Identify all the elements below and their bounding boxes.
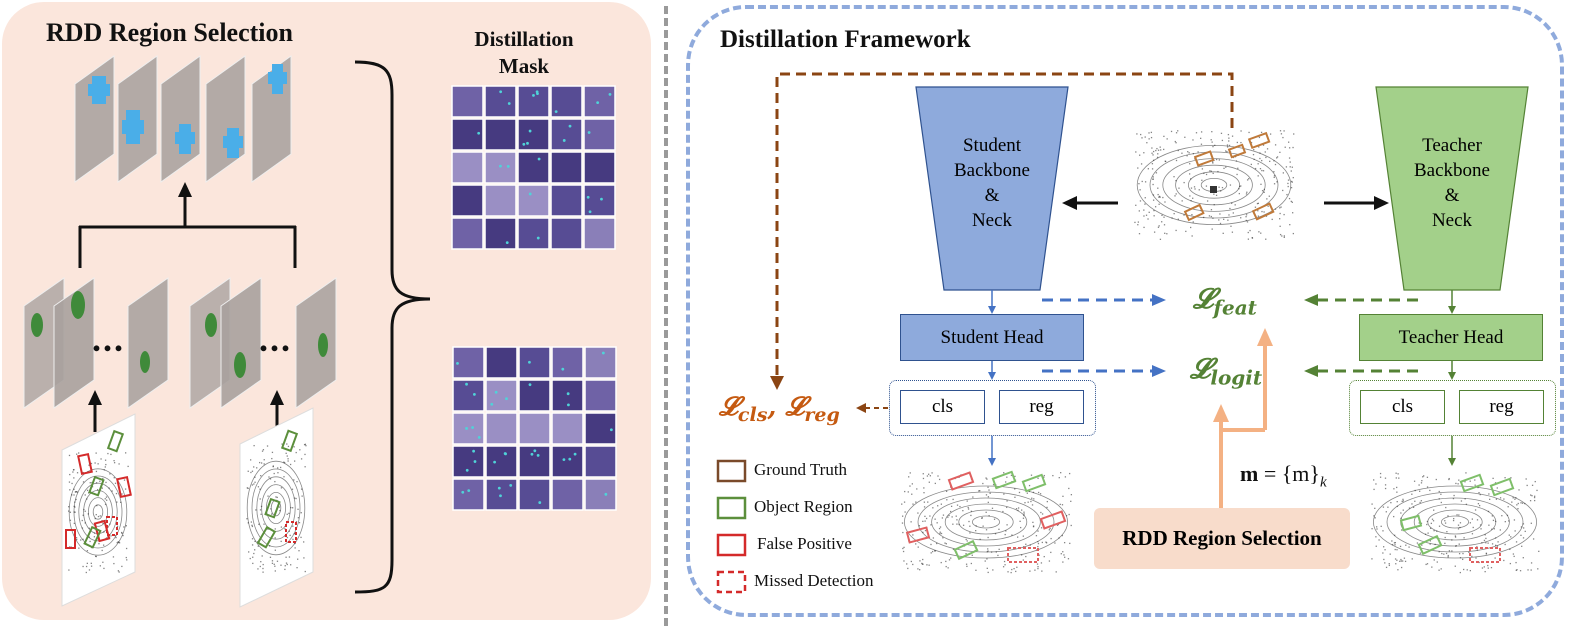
legend-swatch-false-positive: [716, 533, 747, 557]
distillation-mask-bottom: [452, 346, 617, 511]
loss-feat: 𝓛feat: [1193, 282, 1257, 320]
arrow-up-head: [178, 182, 192, 197]
student-backbone-shape: [915, 86, 1069, 291]
left-panel-drawing: [23, 55, 617, 608]
student-cls-box: cls: [900, 390, 985, 424]
teacher-cls-box: cls: [1360, 390, 1445, 424]
ellipsis-left: ...: [92, 319, 125, 359]
green-region: [140, 351, 150, 373]
legend-label-ground-truth: Ground Truth: [754, 460, 848, 479]
legend-swatch-missed-detection: [716, 570, 747, 594]
center-lidar-image: [1130, 125, 1298, 245]
legend-label-object-region: Object Region: [754, 497, 853, 516]
point-cloud-card-left: [61, 413, 136, 607]
legend-swatch-ground-truth: [716, 459, 747, 483]
slice-stack-middle: [23, 277, 337, 409]
student-head: Student Head: [900, 314, 1084, 361]
loss-logit: 𝓛logit: [1190, 352, 1263, 390]
merge-connector: [78, 196, 297, 268]
loss-cls-reg: 𝓛cls, 𝓛reg: [719, 392, 840, 427]
green-region: [31, 313, 43, 337]
student-output-lidar: [901, 470, 1073, 574]
slice-stack-top: [74, 55, 292, 183]
rdd-region-selection-box: RDD Region Selection: [1094, 508, 1350, 569]
left-panel-title: RDD Region Selection: [46, 18, 293, 47]
legend-swatch-object-region: [716, 496, 747, 520]
legend-label-false-positive: False Positive: [757, 534, 852, 553]
right-panel-title: Distillation Framework: [720, 26, 971, 53]
framework-frame: [686, 5, 1564, 617]
ellipsis-right: ...: [259, 319, 292, 359]
mask-title-line2: Mask: [498, 54, 550, 78]
student-output-group: [889, 380, 1096, 436]
teacher-output-group: [1349, 380, 1556, 436]
mask-title-line1: Distillation: [474, 27, 574, 51]
green-region: [234, 352, 246, 378]
green-region: [318, 333, 328, 357]
legend-label-missed-detection: Missed Detection: [754, 571, 874, 590]
point-cloud-card-right: [239, 407, 314, 608]
teacher-output-lidar: [1371, 472, 1540, 574]
green-region: [205, 313, 217, 337]
mask-formula: m = {m}k: [1240, 461, 1327, 491]
panel-separator: [664, 6, 668, 626]
student-reg-box: reg: [999, 390, 1084, 424]
teacher-reg-box: reg: [1459, 390, 1544, 424]
teacher-head: Teacher Head: [1359, 314, 1543, 361]
green-region: [71, 291, 85, 319]
student-backbone-label: Student Backbone & Neck: [954, 135, 1030, 231]
teacher-backbone-label: Teacher Backbone & Neck: [1414, 135, 1490, 231]
teacher-backbone-shape: [1375, 86, 1529, 291]
brace: [354, 60, 431, 594]
distillation-mask-top: [451, 85, 616, 250]
